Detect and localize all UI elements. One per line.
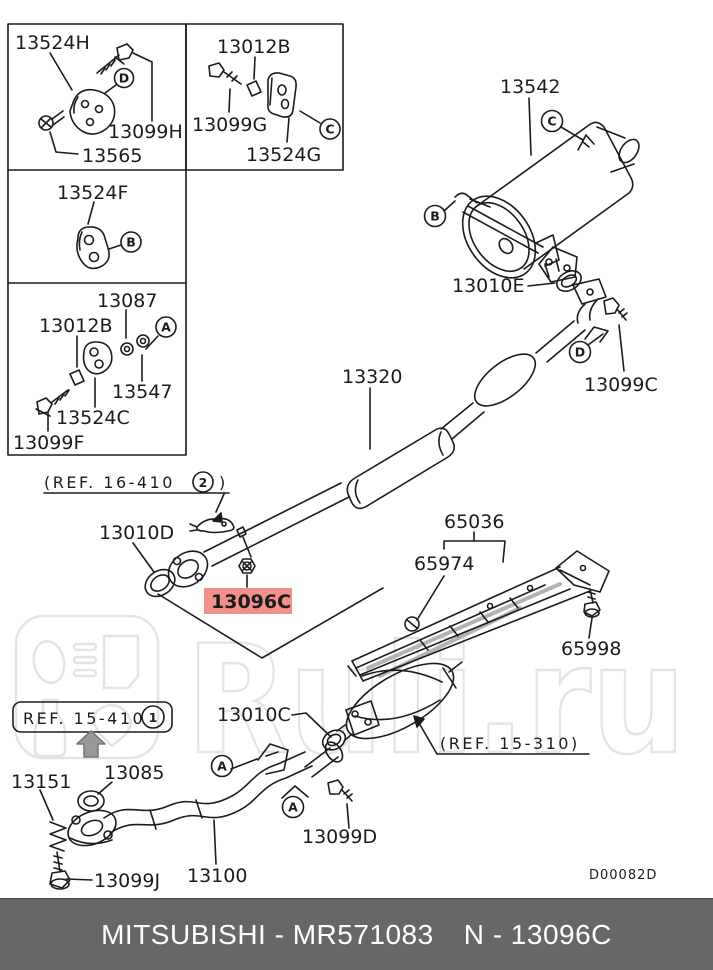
watermark-text: Ruli.ru [186,614,686,788]
inset-boxes-frame [7,23,344,456]
part-label-13524h: 13524H [15,32,90,54]
footer-part-number: N - 13096C [463,919,612,950]
part-label-13524c: 13524C [56,407,130,429]
ref16-410-number: 2 [199,475,208,490]
part-label-13010e: 13010E [452,275,524,297]
watermark-logo-icon [14,614,160,760]
highlighted-part-box[interactable] [204,588,292,614]
inset-box-d-drawing [35,309,159,432]
part-label-13565: 13565 [82,145,142,167]
up-arrow-icon [76,730,106,758]
callout-b-letter-inset: B [126,235,136,250]
part-label-65036: 65036 [444,511,504,533]
callout-a-letter-frontpipe-1: A [217,759,227,774]
callout-a-letter-frontpipe-2: A [288,800,298,815]
diagram-code-label: D00082D [589,868,657,883]
part-label-13524g: 13524G [246,144,321,166]
part-label-13099h: 13099H [108,121,183,143]
part-label-13547: 13547 [112,381,172,403]
heat-shield-drawing [347,531,610,682]
ref15-410-number-circle [141,705,165,729]
callout-d-letter-pipe: D [575,345,585,360]
callout-a-letter-inset: A [161,320,171,335]
callout-c-letter-muffler: C [547,114,556,129]
callout-a-circle-frontpipe-1 [210,754,234,778]
callout-c-letter-inset: C [325,122,334,137]
part-label-13010c: 13010C [217,704,291,726]
part-label-13099d: 13099D [302,826,377,848]
callout-a-circle-frontpipe-2 [281,795,305,819]
part-label-13099j: 13099J [94,870,160,892]
ref16-arrowhead [212,512,223,523]
ref16-410-suffix: ) [219,473,228,492]
muffler-drawing [443,97,640,372]
ref16-410-number-circle [192,471,214,493]
center-pipe-drawing [43,320,586,659]
inset-box-a-drawing [38,43,153,155]
part-label-13012b-mid: 13012B [39,315,112,337]
ref15-410-number: 1 [149,710,158,725]
part-label-13524f: 13524F [57,182,128,204]
ref16-410-label: (REF. 16-410 [44,473,175,492]
ref15-410-label: REF. 15-410 [23,709,145,728]
callout-d-letter-inset: D [119,71,129,86]
exhaust-diagram-canvas: Ruli.ru [7,23,687,892]
part-label-13099g: 13099G [192,114,267,136]
footer-bar: MITSUBISHI - MR571083 N - 13096C [0,898,713,970]
part-label-13151: 13151 [11,771,71,793]
inset-box-c-drawing [76,201,122,270]
part-label-13087: 13087 [97,290,157,312]
part-label-65998: 65998 [561,638,621,660]
part-label-13100: 13100 [187,865,247,887]
highlighted-part-label[interactable]: 13096C [211,591,291,613]
callout-a-circle-inset [155,316,177,338]
callout-b-circle-inset [120,231,142,253]
catalytic-converter-drawing [291,661,590,778]
part-label-13085: 13085 [104,762,164,784]
callout-d-circle-inset [113,67,135,89]
part-label-13099c: 13099C [584,374,658,396]
part-label-65974: 65974 [414,553,474,575]
ref15-310-label: (REF. 15-310) [440,734,580,753]
callout-b-circle-muffler [423,204,447,228]
part-label-13012b-top: 13012B [217,36,290,58]
part-label-13542: 13542 [500,76,560,98]
callout-c-circle-inset [319,118,341,140]
inset-box-b-drawing [208,56,321,143]
watermark: Ruli.ru [14,613,687,789]
part-label-13010d: 13010D [99,522,174,544]
callout-b-letter-muffler: B [430,209,440,224]
front-pipe-drawing [39,743,353,890]
ref15-310-arrowhead [413,715,425,728]
footer-brand-part: MITSUBISHI - MR571083 [101,919,434,950]
callout-d-circle-pipe [568,340,592,364]
part-label-13099f: 13099F [13,432,84,454]
part-label-13320: 13320 [342,366,402,388]
callout-c-circle-muffler [540,109,564,133]
labels: 13524H 13099H 13565 13012B 13099G 13524G… [11,32,658,892]
